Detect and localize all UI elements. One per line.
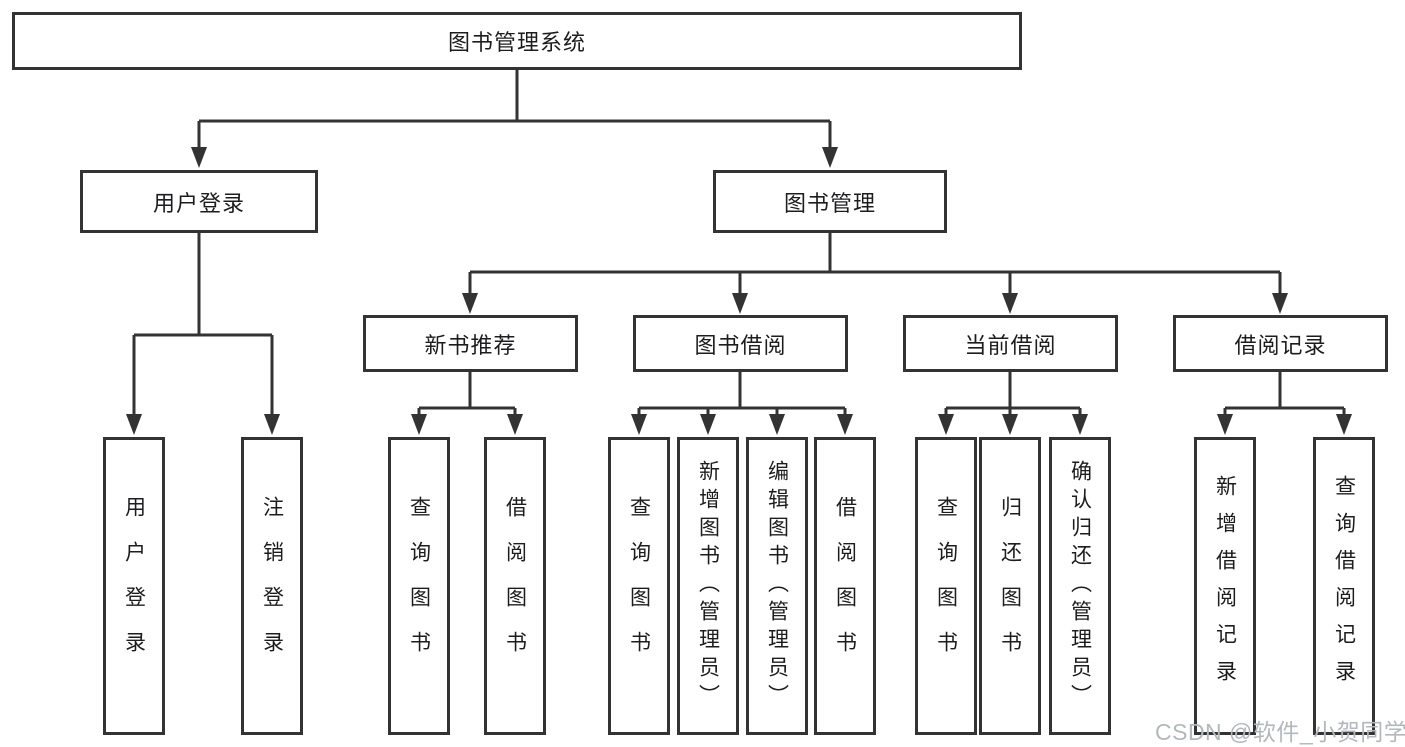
- node-borrow-books-rec: 借阅图书: [484, 437, 546, 735]
- node-add-book-admin: 新增图书（管理员）: [677, 437, 739, 735]
- node-logout-leaf: 注销登录: [241, 437, 303, 735]
- node-book-management: 图书管理: [713, 170, 947, 233]
- node-book-borrowing: 图书借阅: [633, 315, 848, 372]
- watermark-text: CSDN @软件_小贺同学: [1155, 719, 1405, 745]
- node-new-book-recommendation: 新书推荐: [363, 315, 578, 372]
- node-query-books-current: 查询图书: [915, 437, 977, 735]
- node-query-books-borrow: 查询图书: [608, 437, 670, 735]
- node-query-books-rec: 查询图书: [388, 437, 450, 735]
- node-borrow-books-leaf: 借阅图书: [814, 437, 876, 735]
- node-add-borrow-record: 新增借阅记录: [1194, 437, 1256, 735]
- node-library-management-system: 图书管理系统: [12, 12, 1022, 70]
- node-user-login: 用户登录: [80, 170, 318, 233]
- node-edit-book-admin: 编辑图书（管理员）: [746, 437, 808, 735]
- node-user-login-leaf: 用户登录: [103, 437, 165, 735]
- node-borrowing-records: 借阅记录: [1173, 315, 1388, 372]
- node-current-borrowing: 当前借阅: [903, 315, 1118, 372]
- node-return-books: 归还图书: [979, 437, 1041, 735]
- node-query-borrow-record: 查询借阅记录: [1313, 437, 1375, 735]
- node-confirm-return-admin: 确认归还（管理员）: [1049, 437, 1111, 735]
